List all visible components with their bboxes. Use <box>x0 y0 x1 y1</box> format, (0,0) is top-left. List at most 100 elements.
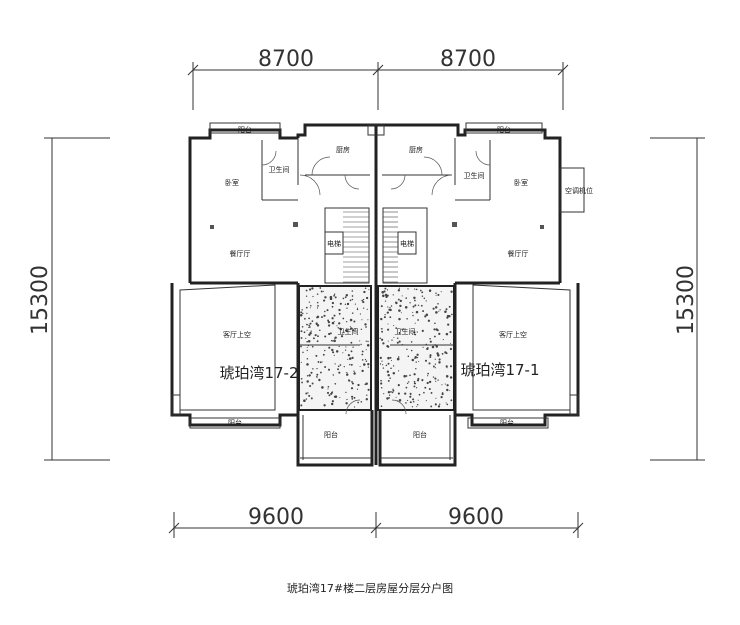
hatch-dot <box>345 402 348 405</box>
hatch-dot <box>423 391 425 394</box>
drawing-caption: 琥珀湾17#楼二层房屋分层分户图 <box>287 581 453 595</box>
hatch-dot <box>323 299 326 302</box>
stair-treads <box>343 211 398 283</box>
hatch-dot <box>405 386 408 389</box>
hatch-dot <box>349 318 353 322</box>
hatch-dot <box>396 341 399 344</box>
hatch-dot <box>330 339 333 342</box>
hatch-dot <box>362 298 365 301</box>
hatch-dot <box>445 375 449 378</box>
hatch-dot <box>397 392 400 395</box>
hatch-dot <box>327 324 331 327</box>
hatch-dot <box>445 332 449 336</box>
hatch-dot <box>387 306 389 308</box>
hatch-dot <box>446 388 449 392</box>
hatch-dot <box>346 307 348 309</box>
hatch-dot <box>424 386 427 389</box>
hatch-dot <box>349 363 351 366</box>
hatch-dot <box>386 311 389 314</box>
hatch-dot <box>365 296 369 300</box>
hatch-dot <box>351 398 354 400</box>
hatch-dot <box>392 371 396 375</box>
hatch-dot <box>445 365 448 368</box>
hatch-dot <box>435 397 437 399</box>
hatch-dot <box>389 308 392 312</box>
hatch-dot <box>305 392 308 395</box>
hatch-dot <box>438 310 440 312</box>
hatch-dot <box>300 311 303 314</box>
hatch-dot <box>306 349 308 352</box>
hatch-dot <box>380 405 383 407</box>
hatch-dot <box>312 295 314 298</box>
hatch-dot <box>445 402 447 404</box>
hatch-dot <box>416 331 418 333</box>
hatch-dot <box>331 321 335 325</box>
hatch-dot <box>426 381 429 385</box>
hatch-dot <box>366 308 368 310</box>
hatch-dot <box>409 401 412 404</box>
hatch-dot <box>383 290 386 293</box>
hatch-dot <box>434 358 436 360</box>
hatch-dot <box>310 330 312 332</box>
hatch-dot <box>434 322 436 325</box>
hatch-dot <box>413 331 416 334</box>
hatch-dot <box>449 376 453 379</box>
hatch-dot <box>345 371 347 374</box>
hatch-dot <box>340 335 344 338</box>
hatch-dot <box>337 365 340 368</box>
hatch-dot <box>380 382 383 385</box>
hatch-dot <box>350 363 353 366</box>
hatch-dot <box>449 390 451 392</box>
hatch-dot <box>429 356 432 358</box>
hatch-dot <box>364 287 367 289</box>
hatch-dot <box>367 363 370 366</box>
hatch-dot <box>321 316 323 319</box>
hatch-dot <box>428 362 431 365</box>
hatch-dot <box>302 312 304 315</box>
hatch-dot <box>334 296 337 299</box>
hatch-dot <box>300 345 302 348</box>
hatch-dot <box>379 363 382 365</box>
hatch-dot <box>316 367 318 370</box>
hatch-dot <box>383 393 385 395</box>
hatch-dot <box>333 295 335 297</box>
room-balcony-bottom-right: 阳台 <box>413 430 427 439</box>
hatch-dot <box>441 384 443 386</box>
hatch-dot <box>350 350 353 353</box>
hatch-dot <box>440 396 443 399</box>
hatch-dot <box>343 365 345 368</box>
hatch-dot <box>337 368 339 371</box>
hatch-dot <box>352 329 354 331</box>
hatch-dot <box>390 391 392 393</box>
hatch-dot <box>299 314 303 317</box>
hatch-dot <box>300 330 303 333</box>
hatch-dot <box>333 293 336 295</box>
hatch-dot <box>413 385 416 388</box>
hatch-dot <box>401 328 403 331</box>
hatch-dot <box>406 318 408 320</box>
hatch-dot <box>412 398 415 401</box>
hatch-dot <box>317 335 319 338</box>
room-bathroom-mid-right: 卫生间 <box>395 327 416 336</box>
hatch-dot <box>316 307 319 309</box>
hatch-dot <box>367 388 370 391</box>
hatch-dot <box>346 321 348 323</box>
hatch-dot <box>352 346 354 348</box>
hatch-dot <box>361 319 363 321</box>
hatch-dot <box>410 349 413 352</box>
hatch-dot <box>450 365 452 368</box>
hatch-dot <box>346 372 348 374</box>
hatch-dot <box>315 323 318 326</box>
hatch-dot <box>361 299 364 302</box>
room-living-void-left: 客厅上空 <box>223 330 251 339</box>
hatch-dot <box>306 380 309 383</box>
hatch-dot <box>353 320 356 323</box>
hatch-dot <box>311 287 314 290</box>
hatch-dot <box>429 290 431 293</box>
hatch-dot <box>391 339 393 341</box>
hatch-dot <box>408 381 410 383</box>
hatch-dot <box>382 294 385 298</box>
hatch-dot <box>397 356 400 358</box>
hatch-dot <box>386 397 389 400</box>
hatch-dot <box>380 386 383 389</box>
